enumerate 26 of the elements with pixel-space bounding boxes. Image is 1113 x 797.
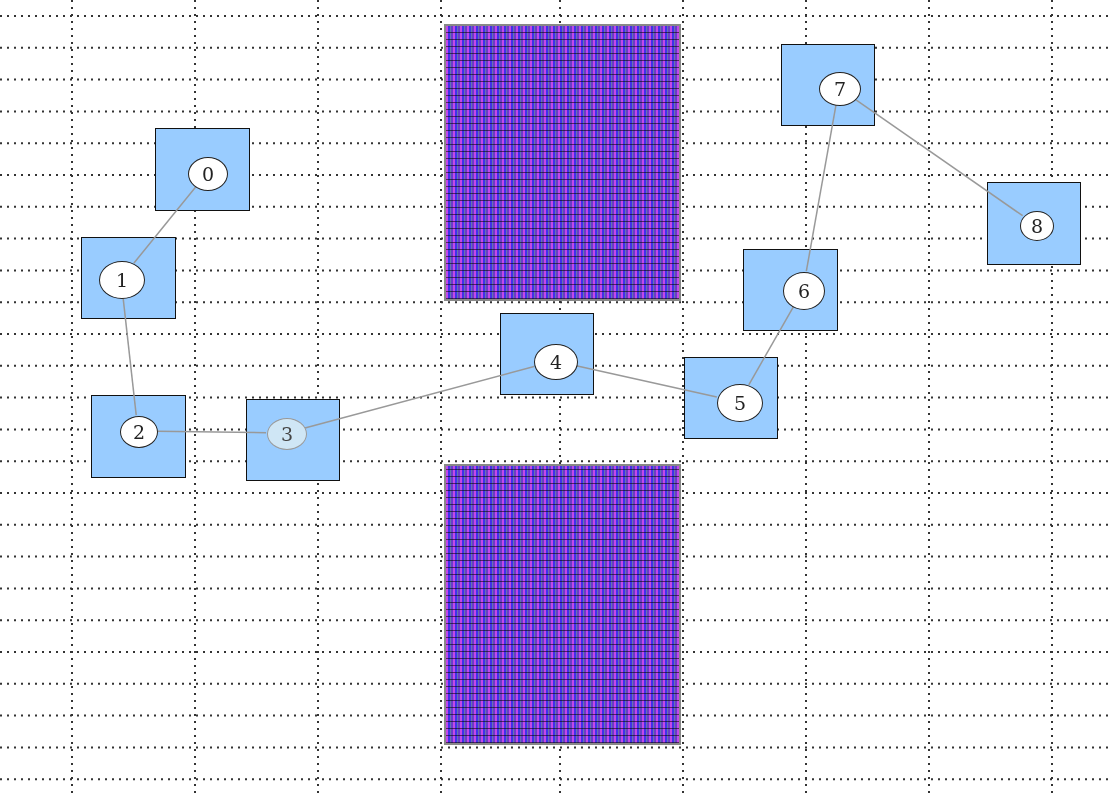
square-box bbox=[743, 249, 838, 331]
numbered-circle: 3 bbox=[267, 418, 307, 450]
connector-line bbox=[156, 430, 267, 434]
square-box bbox=[81, 237, 176, 319]
square-box bbox=[500, 313, 594, 395]
numbered-circle: 4 bbox=[534, 344, 578, 380]
numbered-circle: 8 bbox=[1020, 211, 1054, 241]
connector-line bbox=[805, 104, 837, 272]
connector-line bbox=[304, 365, 535, 429]
square-box bbox=[684, 357, 778, 439]
connector-line bbox=[854, 98, 1024, 217]
connector-line bbox=[133, 186, 197, 264]
square-box bbox=[91, 395, 186, 478]
connector-line bbox=[122, 297, 137, 416]
square-box bbox=[155, 128, 250, 211]
square-box bbox=[781, 44, 875, 126]
numbered-circle: 1 bbox=[99, 261, 145, 299]
numbered-circle: 0 bbox=[188, 157, 228, 191]
numbered-circle: 2 bbox=[120, 416, 158, 448]
numbered-circle: 7 bbox=[819, 72, 861, 106]
square-box bbox=[987, 182, 1081, 265]
numbered-circle: 5 bbox=[717, 384, 763, 422]
connector-line bbox=[748, 306, 795, 386]
square-box bbox=[246, 399, 340, 481]
numbered-circle: 6 bbox=[783, 272, 825, 310]
connector-line bbox=[575, 365, 718, 398]
